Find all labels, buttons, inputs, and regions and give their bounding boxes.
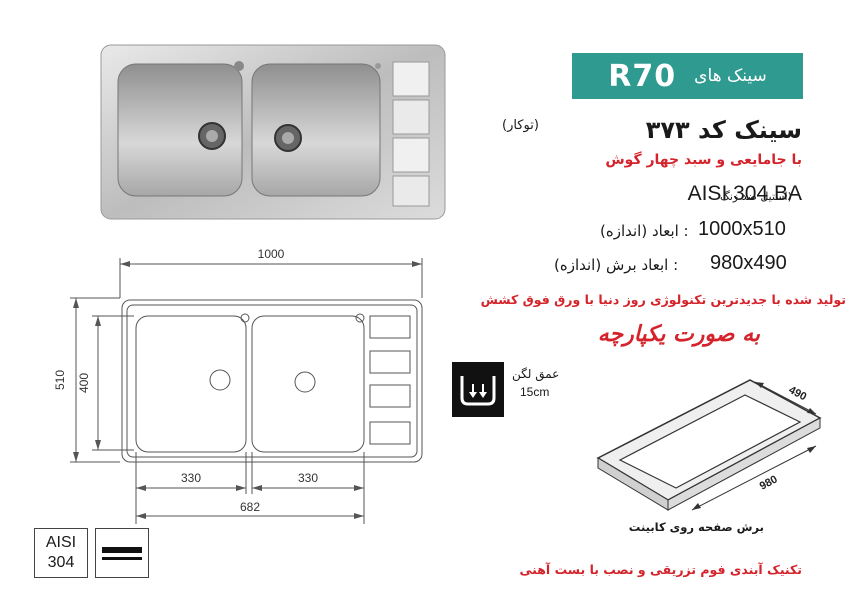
installation-note: تکنیک آبندی فوم تزریقی و نصب با بست آهنی bbox=[519, 562, 802, 577]
model-label: سینک های bbox=[694, 66, 767, 86]
one-piece-note: به صورت یکپارچه bbox=[597, 322, 760, 347]
depth-label: عمق لگن bbox=[512, 367, 560, 381]
product-title: سینک کد ۳۷۳ bbox=[645, 116, 802, 144]
dim-bowl1: 330 bbox=[181, 471, 201, 485]
aisi-line1: AISI bbox=[45, 534, 77, 551]
cutout-caption: برش صفحه روی کابینت bbox=[628, 520, 764, 534]
aisi-badge: AISI 304 bbox=[34, 528, 88, 578]
dim-bowls-total: 682 bbox=[240, 500, 260, 514]
cutout-diagram: 490 980 bbox=[596, 379, 822, 511]
cutout-length: 980 bbox=[758, 473, 780, 492]
dim-bowl2: 330 bbox=[298, 471, 318, 485]
size-label: : ابعاد (اندازه) bbox=[600, 222, 689, 240]
steel-note: (استیل ضد زنگ bbox=[720, 190, 792, 203]
sink-depth-icon bbox=[452, 362, 504, 417]
product-feature: با جامایعی و سبد چهار گوش bbox=[605, 152, 802, 168]
technical-drawing: 1000 510 400 330 330 682 bbox=[53, 247, 423, 524]
dim-height: 510 bbox=[53, 370, 67, 390]
steel-grade: AISI 304 BA bbox=[687, 182, 802, 205]
steel-sheet-icon bbox=[95, 528, 149, 578]
sink-photo bbox=[100, 44, 446, 220]
dim-width: 1000 bbox=[258, 247, 285, 261]
cut-size-label: : ابعاد برش (اندازه) bbox=[554, 256, 679, 274]
mount-type: (توکار) bbox=[502, 118, 539, 133]
aisi-line2: 304 bbox=[47, 554, 75, 571]
dim-inner-height: 400 bbox=[77, 373, 91, 393]
production-note: تولید شده با جدیدترین تکنولوژی روز دنیا … bbox=[480, 292, 846, 307]
depth-value: 15cm bbox=[520, 385, 550, 399]
cut-size-value: 980x490 bbox=[710, 252, 787, 274]
model-badge: R70 سینک های bbox=[572, 53, 803, 99]
model-code: R70 bbox=[608, 58, 677, 94]
size-value: 1000x510 bbox=[698, 218, 786, 240]
